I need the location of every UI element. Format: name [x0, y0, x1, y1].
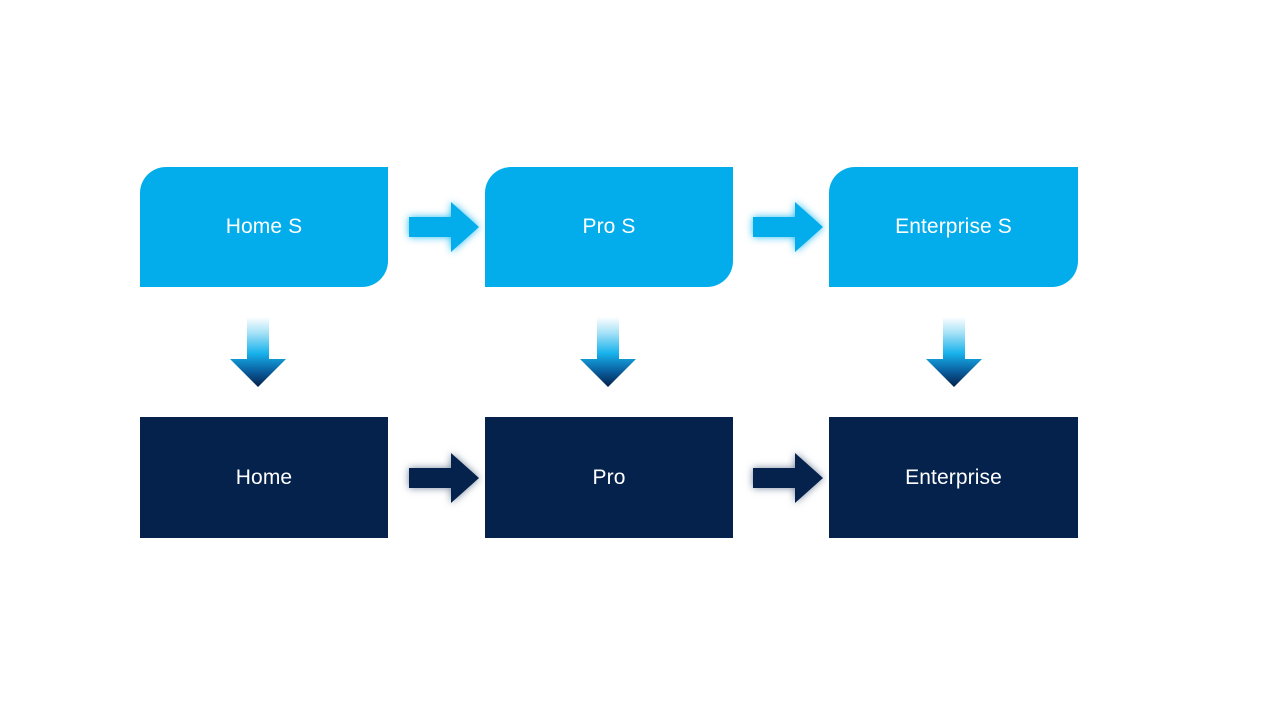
arrow-right-icon-service-home-to-pro	[409, 202, 479, 252]
arrow-right-icon-service-pro-to-enterprise	[753, 202, 823, 252]
arrow-right-icon-product-pro-to-enterprise	[753, 453, 823, 503]
node-label: Home S	[225, 215, 303, 239]
node-pro[interactable]: Pro	[485, 417, 733, 538]
arrow-right-icon-product-home-to-pro	[409, 453, 479, 503]
arrow-down-icon-enterprise-s-to-enterprise	[926, 317, 982, 387]
node-label: Pro	[592, 465, 626, 489]
node-enterprise-s[interactable]: Enterprise S	[829, 167, 1078, 287]
node-home[interactable]: Home	[140, 417, 388, 538]
node-home-s[interactable]: Home S	[140, 167, 388, 287]
arrow-down-icon-home-s-to-home	[230, 317, 286, 387]
node-label: Home	[235, 465, 293, 489]
node-label: Enterprise	[905, 465, 1002, 489]
node-label: Enterprise S	[895, 215, 1012, 239]
node-label: Pro S	[582, 215, 636, 239]
node-pro-s[interactable]: Pro S	[485, 167, 733, 287]
node-enterprise[interactable]: Enterprise	[829, 417, 1078, 538]
arrow-down-icon-pro-s-to-pro	[580, 317, 636, 387]
